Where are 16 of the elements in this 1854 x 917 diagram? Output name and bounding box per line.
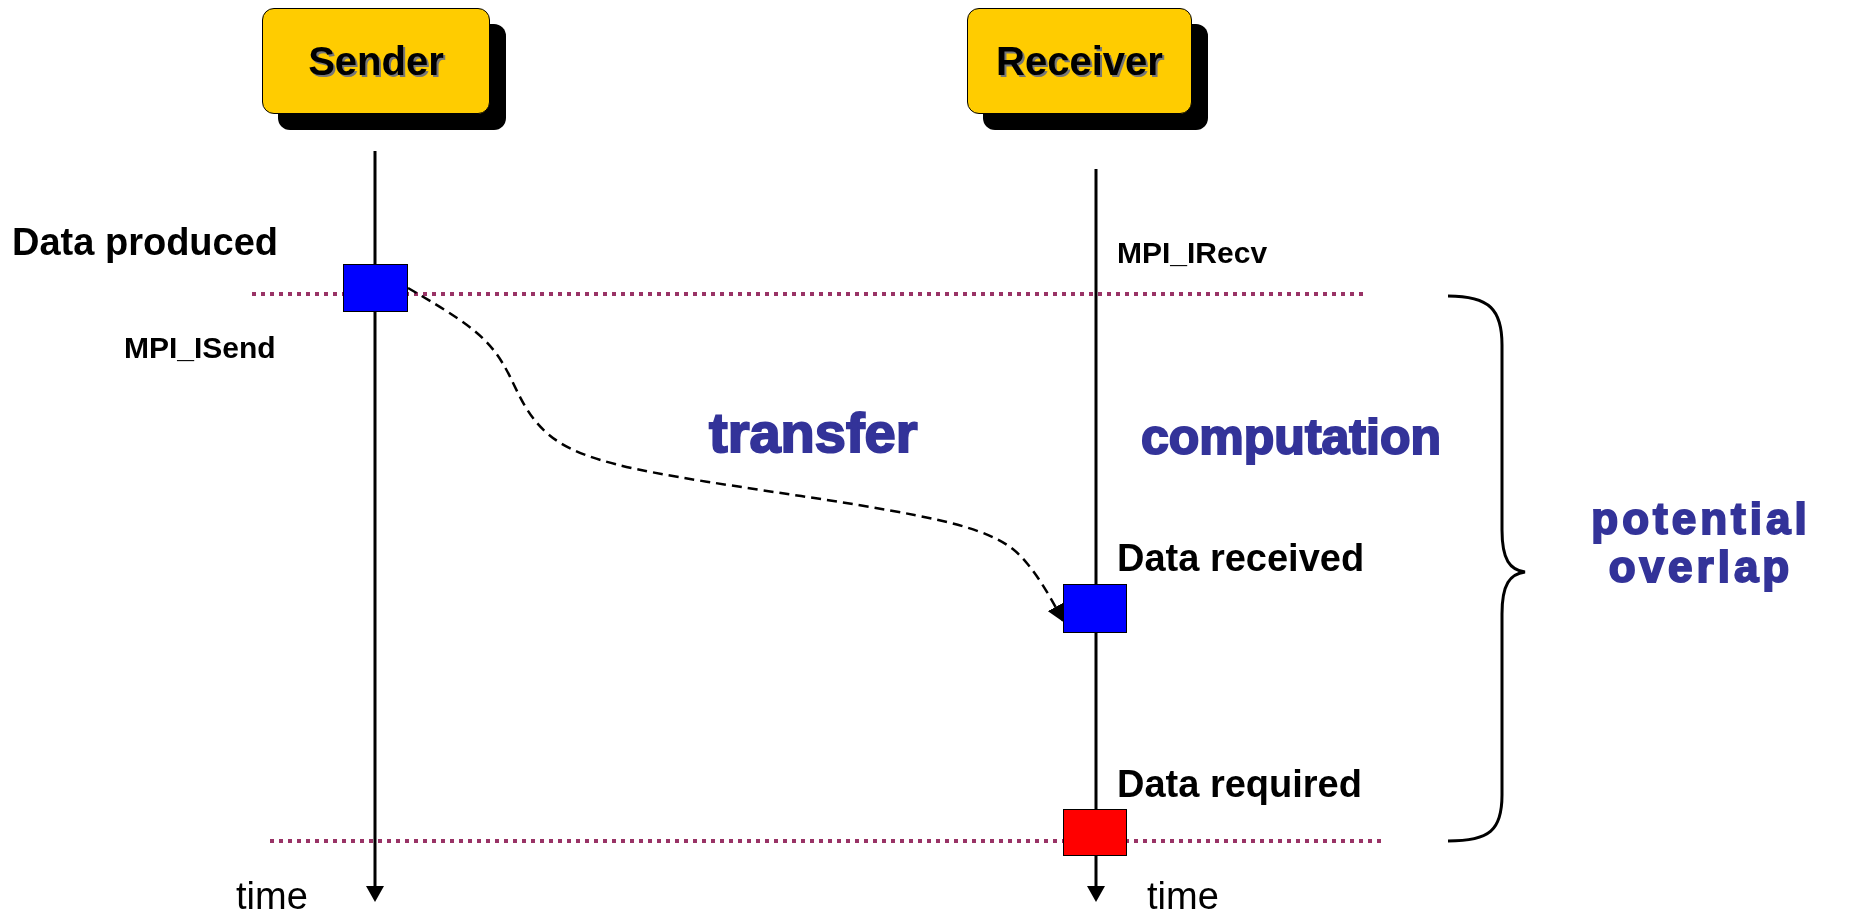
event-square [1063, 809, 1127, 856]
brace-label: potential overlap [1590, 495, 1812, 592]
event-label: MPI_ISend [124, 331, 276, 364]
phase-label: transfer [709, 402, 918, 464]
event-label: Data produced [12, 222, 279, 264]
arrow [407, 286, 1065, 623]
event-square [343, 264, 408, 312]
event-label: Data received [1117, 538, 1365, 580]
axis-label: time [236, 876, 308, 917]
axis-label: time [1147, 876, 1219, 917]
phase-label: computation [1141, 410, 1441, 465]
event-label: Data required [1117, 764, 1362, 806]
call-label: MPI_IRecv [1117, 236, 1268, 269]
lane-title: Receiver [996, 38, 1163, 84]
event-square [1063, 584, 1127, 633]
lane-title: Sender [308, 38, 444, 84]
